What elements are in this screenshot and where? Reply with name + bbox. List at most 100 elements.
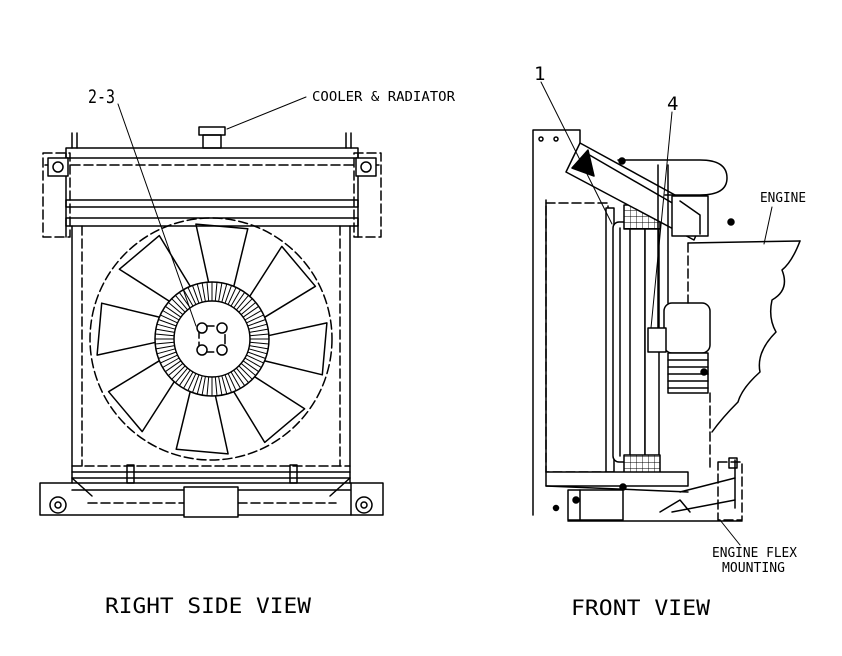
hub-fin-line — [157, 351, 177, 359]
fan-drive — [647, 164, 711, 394]
hub-bolt — [196, 322, 208, 334]
hub-fin-line — [224, 284, 232, 304]
right-view-leaders — [117, 96, 307, 327]
hub-fin-line — [244, 310, 262, 321]
hub-fin-line — [242, 305, 260, 318]
leader-engine-flex-mounting — [719, 519, 741, 546]
hub-fin-line — [171, 298, 186, 313]
flex-mount-bracket — [659, 499, 691, 513]
hub-fin-line — [248, 345, 269, 350]
hub-fin-line — [201, 282, 206, 303]
frame-hole — [538, 136, 544, 142]
hub-fin-line — [187, 286, 197, 306]
top-tank — [65, 147, 359, 159]
hub-bolt — [216, 344, 228, 356]
fan-blade — [260, 322, 328, 376]
leader-cooler-radiator — [226, 96, 307, 130]
hub-fin-line — [159, 314, 179, 324]
hub-fin-line — [206, 376, 210, 397]
hub-fin-line — [218, 282, 223, 303]
fan-blade — [96, 302, 164, 356]
right-bracket-outline — [353, 152, 382, 238]
left-bracket-bolt — [52, 161, 64, 173]
flex-mount-outline — [717, 461, 743, 521]
engine-break-line — [711, 240, 801, 433]
hub-fin-line — [192, 374, 200, 394]
hub-fin-line — [227, 372, 237, 392]
hub-bolt — [196, 344, 208, 356]
left-bracket-outline — [42, 152, 71, 238]
hub-fin-line — [156, 348, 176, 355]
hub-fin-line — [157, 319, 177, 327]
frame-hole — [553, 136, 559, 142]
hub-fin-line — [235, 367, 250, 384]
hub-fin-line — [247, 351, 267, 359]
hub-fin-line — [233, 291, 246, 309]
hub-fin-line — [221, 375, 228, 395]
callout-1: 1 — [534, 63, 545, 85]
front-view-title: FRONT VIEW — [571, 596, 710, 620]
hub-bolt-pattern — [198, 325, 226, 353]
hub-fin-line — [244, 357, 262, 368]
right-bracket-nut — [355, 157, 377, 177]
left-frame-outline — [532, 129, 581, 516]
hub-fin-line — [183, 289, 194, 307]
hub-fin-line — [159, 354, 179, 364]
right-bracket-bolt — [360, 161, 372, 173]
flex-mount-gusset — [679, 477, 736, 493]
fan-hub-side — [663, 302, 711, 354]
hub-fin-line — [155, 328, 176, 333]
engine-label: ENGINE — [760, 191, 806, 206]
hub-fin-line — [171, 365, 186, 380]
base-rail-bolt — [619, 483, 627, 491]
hub-fin-line — [154, 333, 175, 337]
fan-spacer — [647, 327, 667, 353]
upper-support-detail — [679, 200, 701, 235]
hub-fin-line — [247, 319, 267, 327]
right-mount-hole — [355, 496, 373, 514]
leader-2-3 — [117, 103, 197, 327]
base-gusset — [329, 477, 351, 497]
base-post — [126, 464, 135, 484]
hub-fin-line — [183, 371, 194, 389]
hub-fin-line — [249, 333, 270, 337]
hub-fin-line — [240, 362, 257, 377]
radiator-core — [612, 221, 646, 463]
hub-fin-line — [248, 348, 268, 355]
base-rail-lower-edge — [545, 485, 689, 493]
cooler-radiator-label: COOLER & RADIATOR — [312, 90, 455, 105]
flex-mount-gusset — [671, 499, 736, 513]
base-rail — [545, 471, 689, 487]
hub-fin-line — [164, 360, 182, 373]
base-center-block — [183, 486, 239, 518]
front-view-leaders — [540, 81, 773, 546]
hub-fin-line — [155, 345, 176, 350]
top-mount-assembly — [565, 142, 735, 241]
upper-cross-member — [65, 199, 359, 208]
right-mount-hole-bolt — [360, 501, 368, 509]
hub-fin-line — [227, 286, 237, 306]
left-mount-bracket — [42, 152, 71, 238]
hub-fin-line — [248, 328, 269, 333]
support-bolt — [727, 218, 735, 226]
hub-fin-line — [196, 375, 203, 395]
right-side-view — [39, 96, 384, 518]
pulley-bolt — [700, 368, 708, 376]
hub-fin-line — [156, 323, 176, 330]
engine-top-edge — [687, 240, 801, 244]
hub-fin-line — [196, 283, 203, 303]
upper-support — [671, 195, 709, 237]
hub-inner-face — [173, 300, 251, 378]
engine-flex-label: ENGINE FLEX — [712, 546, 797, 561]
hub-fin-line — [245, 354, 265, 364]
hub-fins — [154, 281, 270, 397]
hub-fin-line — [167, 301, 184, 316]
hub-fin-line — [233, 369, 246, 387]
fan-blade — [175, 387, 229, 455]
top-mount-bracket — [565, 142, 707, 241]
radiator-core-frame — [71, 225, 351, 484]
hub-fin-line — [214, 281, 218, 302]
base-post — [289, 464, 298, 484]
